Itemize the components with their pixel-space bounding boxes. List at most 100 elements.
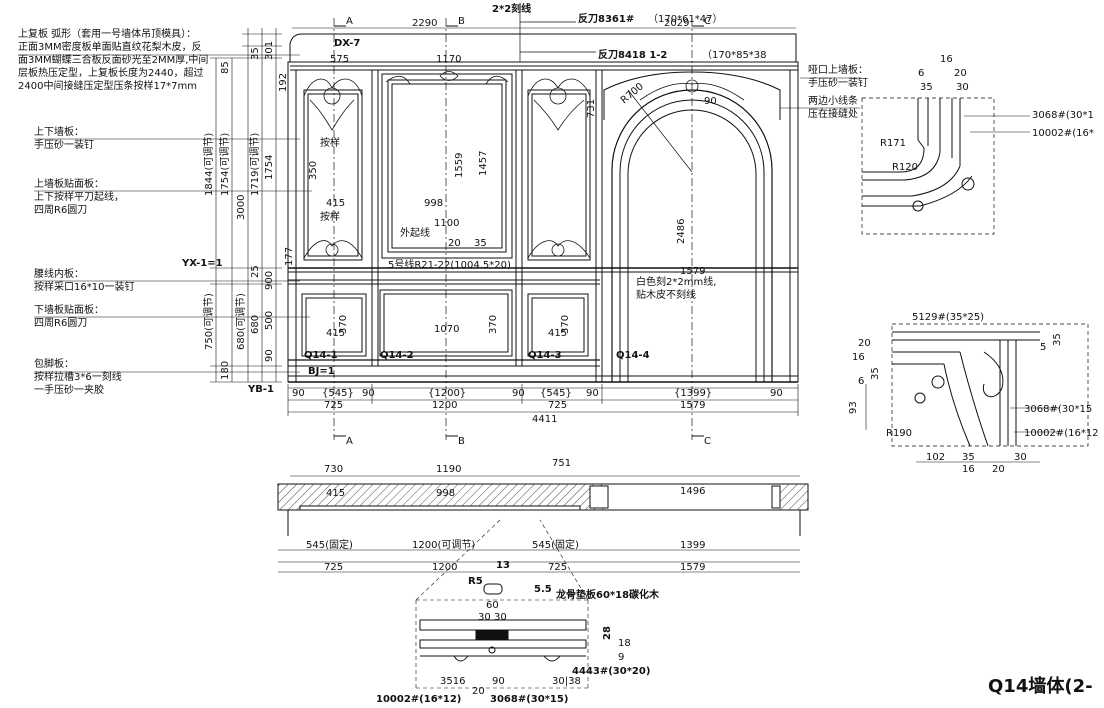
note-line: 压在接缝处 — [808, 109, 858, 120]
section-label-a: A — [346, 436, 353, 447]
detail-keel — [475, 629, 509, 641]
dim-lines-bottom — [287, 384, 799, 416]
dim-det-30a: 30 — [478, 612, 491, 623]
ornament-scroll — [533, 99, 585, 131]
dim-plan-1496: 1496 — [680, 486, 705, 497]
note-line: 两边小线条 — [808, 96, 858, 107]
dim-370c: 370 — [560, 315, 571, 334]
note-base: 包脚板： 按样拉槽3*6一刻线 一手压砂一夹胶 — [34, 358, 122, 397]
dim-s90d: 90 — [586, 388, 599, 399]
dim-br-6: 6 — [858, 376, 864, 387]
note-line: 层板热压定型，上复板长度为2440，超过 — [18, 68, 204, 79]
plan-hatch — [780, 484, 808, 510]
note-line: 下墙板贴面板： — [34, 305, 104, 316]
plan-post — [589, 485, 609, 509]
note-upper-face: 上墙板贴面板： 上下按样平刀起线， 四周R6圆刀 — [34, 178, 124, 217]
note-line: 按样采口16*10一装钉 — [34, 282, 135, 293]
detail-board — [419, 639, 587, 649]
dim-725b: 725 — [548, 400, 567, 411]
note-line: 白色刻2*2mm线, — [636, 277, 717, 288]
dim-900: 900 — [264, 271, 275, 290]
label-cut-line: 2*2刻线 — [492, 2, 531, 15]
ornament-rosette — [961, 177, 975, 191]
lower-panel-3 — [527, 293, 589, 357]
dim-det-9: 9 — [618, 652, 624, 663]
note-line: 包脚板： — [34, 359, 74, 370]
dim-det-20: 20 — [472, 686, 485, 697]
dim-s545: {545} — [322, 388, 354, 399]
dim-ticks-left — [210, 33, 282, 383]
dim-1457: 1457 — [478, 151, 489, 176]
radius-leader — [627, 89, 693, 173]
ornament-rosette — [323, 87, 341, 105]
upper-panel-3 — [527, 89, 591, 261]
dim-br-20: 20 — [858, 338, 871, 349]
note-line: 四周R6圆刀 — [34, 205, 88, 216]
dim-680: 680(可调节) — [235, 293, 247, 350]
upper-panel-3-inner — [531, 93, 587, 257]
plan-view — [277, 475, 809, 573]
label-q14-2: Q14-2 — [380, 350, 414, 361]
dim-br-r190: R190 — [886, 428, 912, 439]
dim-180: 180 — [220, 361, 231, 380]
dim-350: 350 — [308, 161, 319, 180]
dim-1754: 1754(可调节) — [219, 133, 231, 196]
dim-301: 301 — [264, 41, 275, 60]
note-top-cap: 上复板 弧形（套用一号墙体吊顶模具）： 正面3MM密度板单面贴直纹花梨木皮，反 … — [18, 28, 208, 93]
plan-panel — [299, 505, 581, 511]
profile-curve — [943, 363, 971, 447]
label-q14-3: Q14-3 — [528, 350, 562, 361]
section-label-b: B — [458, 16, 465, 27]
dim-tr-20: 20 — [954, 68, 967, 79]
section-label-a: A — [346, 16, 353, 27]
dim-1200: 1200 — [432, 400, 457, 411]
ornament-rosette — [551, 243, 565, 257]
dim-br-102: 102 — [926, 452, 945, 463]
note-line: 手压砂一装钉 — [808, 78, 868, 89]
dim-plan-730: 730 — [324, 464, 343, 475]
note-line: 正面3MM密度板单面贴直纹花梨木皮，反 — [18, 42, 202, 53]
upper-panel-2-inner2 — [391, 83, 503, 249]
dim-plan-751: 751 — [552, 458, 571, 469]
label-blade1-size: （170*61*47） — [648, 13, 723, 25]
profile-curve — [862, 139, 925, 173]
ornament-rosette — [325, 243, 339, 257]
dim-1754b: 1754 — [264, 155, 275, 180]
detail-slot — [483, 583, 503, 595]
dim-680b: 680 — [250, 315, 261, 334]
detail-callout — [539, 519, 589, 601]
lower-panel-3-inner — [531, 297, 585, 353]
dim-det-3038: 30|38 — [552, 676, 581, 687]
note-line: 上下按样平刀起线， — [34, 192, 124, 203]
dim-plan-1190: 1190 — [436, 464, 461, 475]
drawing-title: Q14墙体(2- — [988, 676, 1093, 697]
carving-ornaments — [303, 71, 745, 259]
dim-br-35c: 35 — [1052, 333, 1063, 346]
note-line: 按样拉槽3*6一刻线 — [34, 372, 122, 383]
label-5129: 5129#(35*25) — [912, 312, 984, 323]
dim-tr-r120: R120 — [892, 162, 918, 173]
dim-det-18: 18 — [618, 638, 631, 649]
dim-177: 177 — [284, 247, 295, 266]
dim-20: 20 — [448, 238, 461, 249]
label-q14-4: Q14-4 — [616, 350, 650, 361]
ornament-rosette — [914, 392, 926, 404]
dim-br-16b: 16 — [962, 464, 975, 475]
dim-90: 90 — [264, 349, 275, 362]
section-label-c: C — [704, 436, 711, 447]
dim-tr-16: 16 — [940, 54, 953, 65]
dim-plan-725a: 725 — [324, 562, 343, 573]
dim-1719: 1719(可调节) — [249, 133, 261, 196]
dim-br-35b: 35 — [962, 452, 975, 463]
dim-370: 370 — [338, 315, 349, 334]
note-line: 一手压砂一夹胶 — [34, 385, 104, 396]
dim-det-3516: 3516 — [440, 676, 465, 687]
ornament-corner — [385, 75, 411, 85]
upper-panel-1 — [303, 89, 363, 261]
dim-1579: 1579 — [680, 400, 705, 411]
dim-br-20b: 20 — [992, 464, 1005, 475]
dim-s90c: 90 — [512, 388, 525, 399]
dim-725a: 725 — [324, 400, 343, 411]
label-sample: 按样 — [320, 210, 340, 223]
section-label-c: C — [704, 16, 711, 27]
